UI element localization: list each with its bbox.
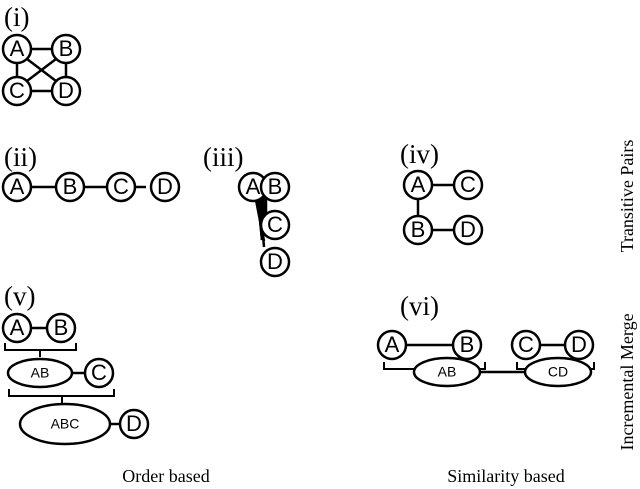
node-label: B: [460, 332, 475, 357]
node-label: B: [411, 217, 426, 242]
merged-node-ab: AB: [6, 357, 74, 389]
node-label: D: [267, 249, 283, 274]
panel-iv: (iv) A C B D: [400, 139, 484, 246]
node-b: B: [451, 329, 483, 361]
node-label: C: [9, 78, 25, 103]
edge-b-c: [26, 58, 57, 82]
merged-node-cd: CD: [523, 356, 593, 388]
column-label-similarity-based: Similarity based: [447, 466, 564, 486]
node-label: B: [63, 174, 78, 199]
merged-node-label: AB: [438, 364, 457, 380]
node-d: D: [259, 246, 291, 278]
node-b: B: [50, 33, 82, 65]
node-c: C: [452, 169, 484, 201]
node-label: A: [10, 315, 25, 340]
node-a: A: [1, 171, 33, 203]
merged-node-label: ABC: [51, 416, 80, 432]
node-d: D: [149, 171, 181, 203]
panel-iii-label: (iii): [203, 142, 244, 172]
panel-vi: (vi) A B C D AB CD: [376, 291, 595, 388]
node-label: D: [571, 332, 587, 357]
node-label: A: [411, 172, 426, 197]
merged-node-label: AB: [31, 365, 50, 381]
node-a: A: [402, 169, 434, 201]
node-a: A: [1, 312, 33, 344]
panel-ii-label: (ii): [4, 142, 37, 172]
merged-node-abc: ABC: [18, 402, 112, 446]
node-c: C: [105, 171, 137, 203]
row-label-incremental-merge: Incremental Merge: [617, 313, 637, 450]
node-label: B: [54, 315, 69, 340]
node-b: B: [402, 214, 434, 246]
node-label: C: [518, 332, 534, 357]
panel-v: (v) A B AB C ABC D: [1, 281, 150, 446]
merge-brace-abc: [8, 389, 115, 403]
node-label: D: [58, 78, 74, 103]
panel-vi-label: (vi): [400, 291, 439, 321]
node-label: C: [113, 174, 129, 199]
panel-i-label: (i): [4, 2, 29, 32]
column-label-order-based: Order based: [122, 466, 209, 486]
node-label: D: [157, 174, 173, 199]
node-c: C: [83, 357, 115, 389]
node-label: D: [460, 217, 476, 242]
node-d: D: [50, 75, 82, 107]
node-label: C: [91, 360, 107, 385]
node-label: B: [59, 36, 74, 61]
panel-iii: (iii) A: [203, 142, 291, 278]
node-label: A: [10, 174, 25, 199]
panel-iv-label: (iv): [400, 139, 439, 169]
node-b: B: [54, 171, 86, 203]
panel-ii: (ii) A B C D: [1, 142, 181, 203]
node-label: C: [460, 172, 476, 197]
node-label: A: [246, 174, 261, 199]
panel-i: (i) A B C D: [1, 2, 82, 107]
node-d: D: [452, 214, 484, 246]
node-c: C: [510, 329, 542, 361]
merged-node-label: CD: [548, 364, 568, 380]
node-a: A: [1, 33, 33, 65]
row-label-transitive-pairs: Transitive Pairs: [617, 140, 637, 253]
node-label: A: [10, 36, 25, 61]
merged-node-ab: AB: [412, 356, 482, 388]
node-label: A: [385, 332, 400, 357]
panel-v-label: (v): [4, 281, 35, 311]
node-d: D: [563, 329, 595, 361]
node-d: D: [118, 408, 150, 440]
node-c: C: [1, 75, 33, 107]
node-b: B: [45, 312, 77, 344]
node-c: C: [259, 209, 291, 241]
node-label: C: [267, 212, 283, 237]
node-b: B: [259, 171, 291, 203]
node-label: B: [268, 174, 283, 199]
node-a: A: [376, 329, 408, 361]
merge-brace-ab: [4, 343, 77, 357]
node-label: D: [126, 411, 142, 436]
